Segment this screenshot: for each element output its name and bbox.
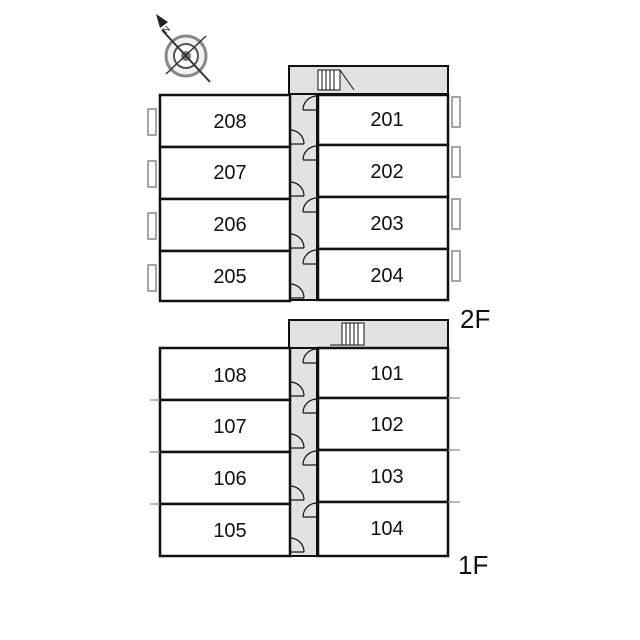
floor-2f: 208 207 206 205 201 202 203 204 2F: [147, 65, 490, 334]
stair-landing: [288, 319, 449, 349]
room-202: [316, 143, 461, 199]
room-label: 201: [370, 109, 403, 131]
room-107: [158, 398, 292, 454]
north-arrow-compass-icon: N: [156, 14, 211, 83]
svg-text:N: N: [160, 24, 172, 36]
room-204: [316, 247, 461, 302]
corridor: [288, 319, 318, 557]
stairs-icon: [317, 69, 355, 91]
room-label: 104: [370, 518, 403, 540]
door-swings: [289, 348, 318, 553]
corridor: [288, 65, 318, 301]
room-label: 103: [370, 466, 403, 488]
room-label: 207: [213, 162, 246, 184]
room-102: [316, 396, 450, 452]
room-label: 205: [213, 266, 246, 288]
room-label: 101: [370, 363, 403, 385]
room-label: 206: [213, 214, 246, 236]
room-106: [158, 450, 292, 506]
floor-label: 1F: [458, 550, 488, 580]
stairs-icon: [330, 322, 365, 346]
room-label: 208: [213, 111, 246, 133]
floor-1f: 108 107 106 105 101 102 103 104 1F: [150, 319, 488, 580]
room-label: 202: [370, 161, 403, 183]
room-label: 105: [213, 520, 246, 542]
room-203: [316, 195, 461, 251]
room-label: 106: [213, 468, 246, 490]
room-104: [316, 500, 450, 558]
room-label: 108: [213, 365, 246, 387]
room-label: 107: [213, 416, 246, 438]
room-label: 203: [370, 213, 403, 235]
room-103: [316, 448, 450, 504]
door-swings: [289, 95, 318, 299]
floor-label: 2F: [460, 304, 490, 334]
room-205: [147, 249, 292, 303]
stair-landing: [288, 65, 449, 95]
room-105: [158, 502, 292, 558]
wall-ticks: [150, 397, 460, 505]
room-label: 102: [370, 414, 403, 436]
room-label: 204: [370, 265, 403, 287]
